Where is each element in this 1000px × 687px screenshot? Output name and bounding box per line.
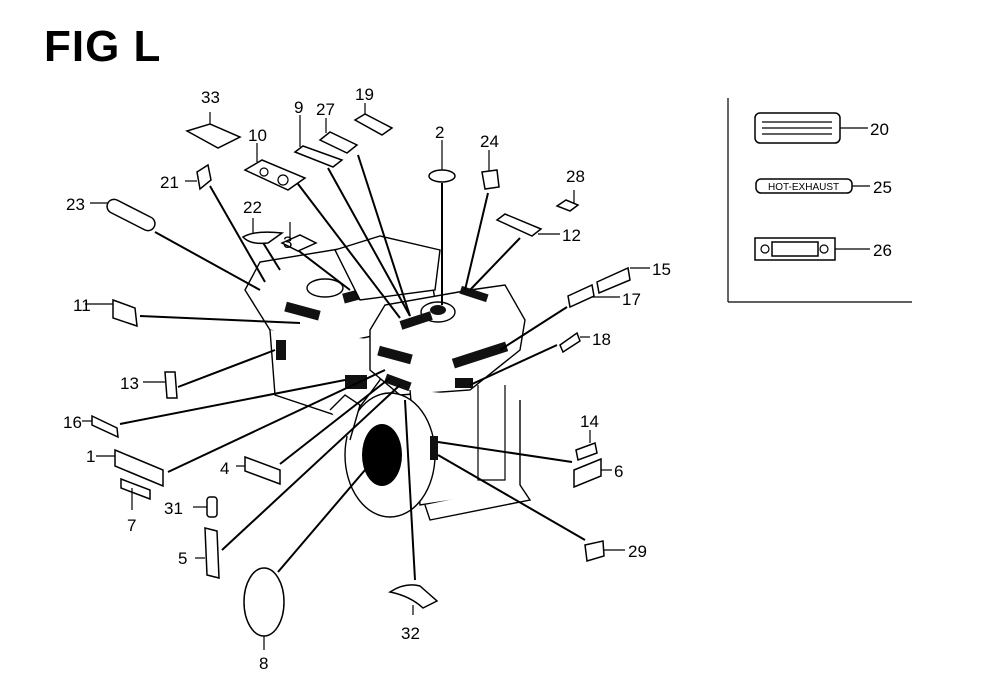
callout-8: 8: [259, 654, 268, 673]
engine-illustration: [244, 235, 532, 521]
label-1[interactable]: [96, 448, 164, 488]
callout-12: 12: [562, 226, 581, 245]
label-22[interactable]: [241, 218, 285, 245]
callout-14: 14: [580, 412, 599, 431]
label-13[interactable]: [143, 371, 178, 399]
callout-1: 1: [86, 447, 95, 466]
callout-28: 28: [566, 167, 585, 186]
label-7[interactable]: [120, 477, 151, 510]
callout-4: 4: [220, 459, 229, 478]
callout-32: 32: [401, 624, 420, 643]
label-31[interactable]: [193, 496, 218, 518]
label-21[interactable]: [185, 163, 212, 191]
callout-18: 18: [592, 330, 611, 349]
callout-2: 2: [435, 123, 444, 142]
label-33[interactable]: [185, 112, 242, 149]
callout-3: 3: [283, 233, 292, 252]
label-19[interactable]: [353, 103, 394, 136]
inset-panel: [727, 98, 912, 303]
callout-5: 5: [178, 549, 187, 568]
label-29[interactable]: [584, 540, 625, 562]
callout-29: 29: [628, 542, 647, 561]
label-26[interactable]: [754, 237, 870, 261]
label-17[interactable]: [567, 283, 620, 309]
callout-26: 26: [873, 241, 892, 260]
callout-16: 16: [63, 413, 82, 432]
label-6[interactable]: [573, 457, 612, 489]
callout-22: 22: [243, 198, 262, 217]
label-23[interactable]: [90, 197, 157, 233]
label-32[interactable]: [388, 584, 439, 615]
figure-title: FIG L: [44, 22, 162, 71]
callout-21: 21: [160, 173, 179, 192]
callout-numbers: 11 1 2 3 4 5 6 7 8 9 10 12 13 14 15 16 1…: [63, 85, 892, 673]
callout-7: 7: [127, 516, 136, 535]
callout-31: 31: [164, 499, 183, 518]
callout-15: 15: [652, 260, 671, 279]
callout-9: 9: [294, 98, 303, 117]
callout-33: 33: [201, 88, 220, 107]
label-9[interactable]: [293, 115, 344, 168]
callout-19: 19: [355, 85, 374, 104]
label-18[interactable]: [559, 331, 590, 354]
leader-lines: [119, 154, 586, 581]
callout-25: 25: [873, 178, 892, 197]
callout-24: 24: [480, 132, 499, 151]
label-11[interactable]: [85, 298, 138, 328]
label-27[interactable]: [318, 118, 359, 154]
label-10[interactable]: [243, 143, 307, 191]
label-4[interactable]: [236, 455, 281, 486]
callout-23: 23: [66, 195, 85, 214]
callout-13: 13: [120, 374, 139, 393]
label-28[interactable]: [555, 190, 580, 212]
label-5[interactable]: [195, 527, 220, 579]
label-16[interactable]: [82, 414, 119, 439]
label-24[interactable]: [481, 150, 500, 190]
label-12[interactable]: [495, 213, 560, 237]
label-3[interactable]: [280, 222, 318, 252]
callout-6: 6: [614, 462, 623, 481]
callout-11: 11: [73, 296, 91, 315]
label-2[interactable]: [428, 140, 456, 183]
label-14[interactable]: [575, 430, 598, 462]
callout-27: 27: [316, 100, 335, 119]
callout-10: 10: [248, 126, 267, 145]
label-8[interactable]: [243, 567, 285, 650]
label-20[interactable]: [754, 112, 868, 144]
label-15[interactable]: [596, 266, 650, 295]
hot-exhaust-text: HOT-EXHAUST: [768, 182, 839, 193]
callout-17: 17: [622, 290, 641, 309]
label-25-hot-exhaust[interactable]: HOT-EXHAUST: [755, 178, 870, 194]
callout-20: 20: [870, 120, 889, 139]
